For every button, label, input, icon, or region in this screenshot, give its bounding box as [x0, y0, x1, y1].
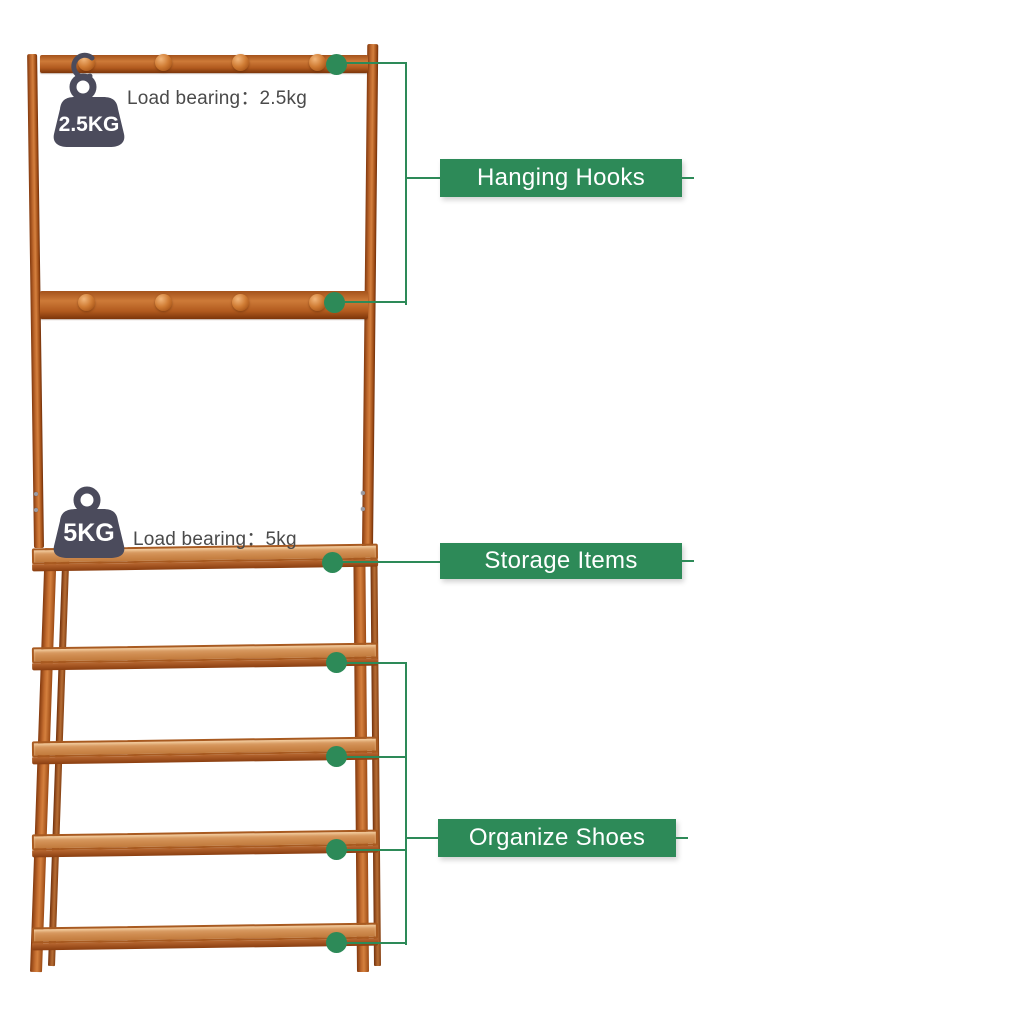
- hook-knob: [309, 294, 326, 311]
- screw: [361, 491, 365, 495]
- front-right-leg: [353, 547, 369, 973]
- callout-line: [336, 756, 407, 758]
- screw: [361, 507, 365, 511]
- callout-line: [682, 560, 694, 562]
- callout-label-text: Hanging Hooks: [477, 164, 645, 191]
- anchor-dot-icon: [322, 552, 343, 573]
- weight-badge-text: 5KG: [63, 519, 114, 547]
- weight-body: [53, 97, 125, 147]
- callout-line: [406, 837, 438, 839]
- anchor-dot-icon: [326, 54, 347, 75]
- weight-ring: [73, 486, 101, 514]
- hook-knob: [155, 294, 172, 311]
- callout-line: [406, 177, 440, 179]
- callout-label-organize-shoes: Organize Shoes: [438, 819, 676, 857]
- callout-line: [333, 561, 440, 563]
- anchor-dot-icon: [326, 746, 347, 767]
- load-bearing-caption-shelf: Load bearing：5kg: [133, 529, 297, 550]
- callout-label-hanging-hooks: Hanging Hooks: [440, 159, 682, 197]
- weight-icon: 5KG: [53, 486, 125, 558]
- anchor-dot-icon: [326, 932, 347, 953]
- callout-label-storage-items: Storage Items: [440, 543, 682, 579]
- callout-label-text: Organize Shoes: [468, 824, 646, 851]
- anchor-dot-icon: [324, 292, 345, 313]
- load-bearing-caption-hooks: Load bearing：2.5kg: [127, 88, 308, 109]
- callout-line: [336, 62, 407, 64]
- hook-knob: [309, 54, 326, 71]
- callout-line: [405, 662, 407, 945]
- screw: [34, 492, 38, 496]
- anchor-dot-icon: [326, 652, 347, 673]
- top-hook-rail: [40, 55, 368, 73]
- weight-ring: [69, 73, 97, 101]
- callout-line: [336, 662, 407, 664]
- anchor-dot-icon: [326, 839, 347, 860]
- weight-body: [53, 509, 125, 558]
- hook-knob: [232, 54, 249, 71]
- callout-line: [336, 849, 407, 851]
- callout-line: [682, 177, 694, 179]
- weight-badge-text: 2.5KG: [59, 113, 120, 136]
- hook-knob: [78, 294, 95, 311]
- hook-knob: [232, 294, 249, 311]
- callout-label-text: Storage Items: [484, 547, 638, 574]
- weight-icon: 2.5KG: [53, 52, 125, 147]
- callout-line: [336, 942, 407, 944]
- callout-line: [335, 301, 407, 303]
- hook-knob: [155, 54, 172, 71]
- callout-line: [676, 837, 688, 839]
- screw: [34, 508, 38, 512]
- callout-line: [405, 63, 407, 305]
